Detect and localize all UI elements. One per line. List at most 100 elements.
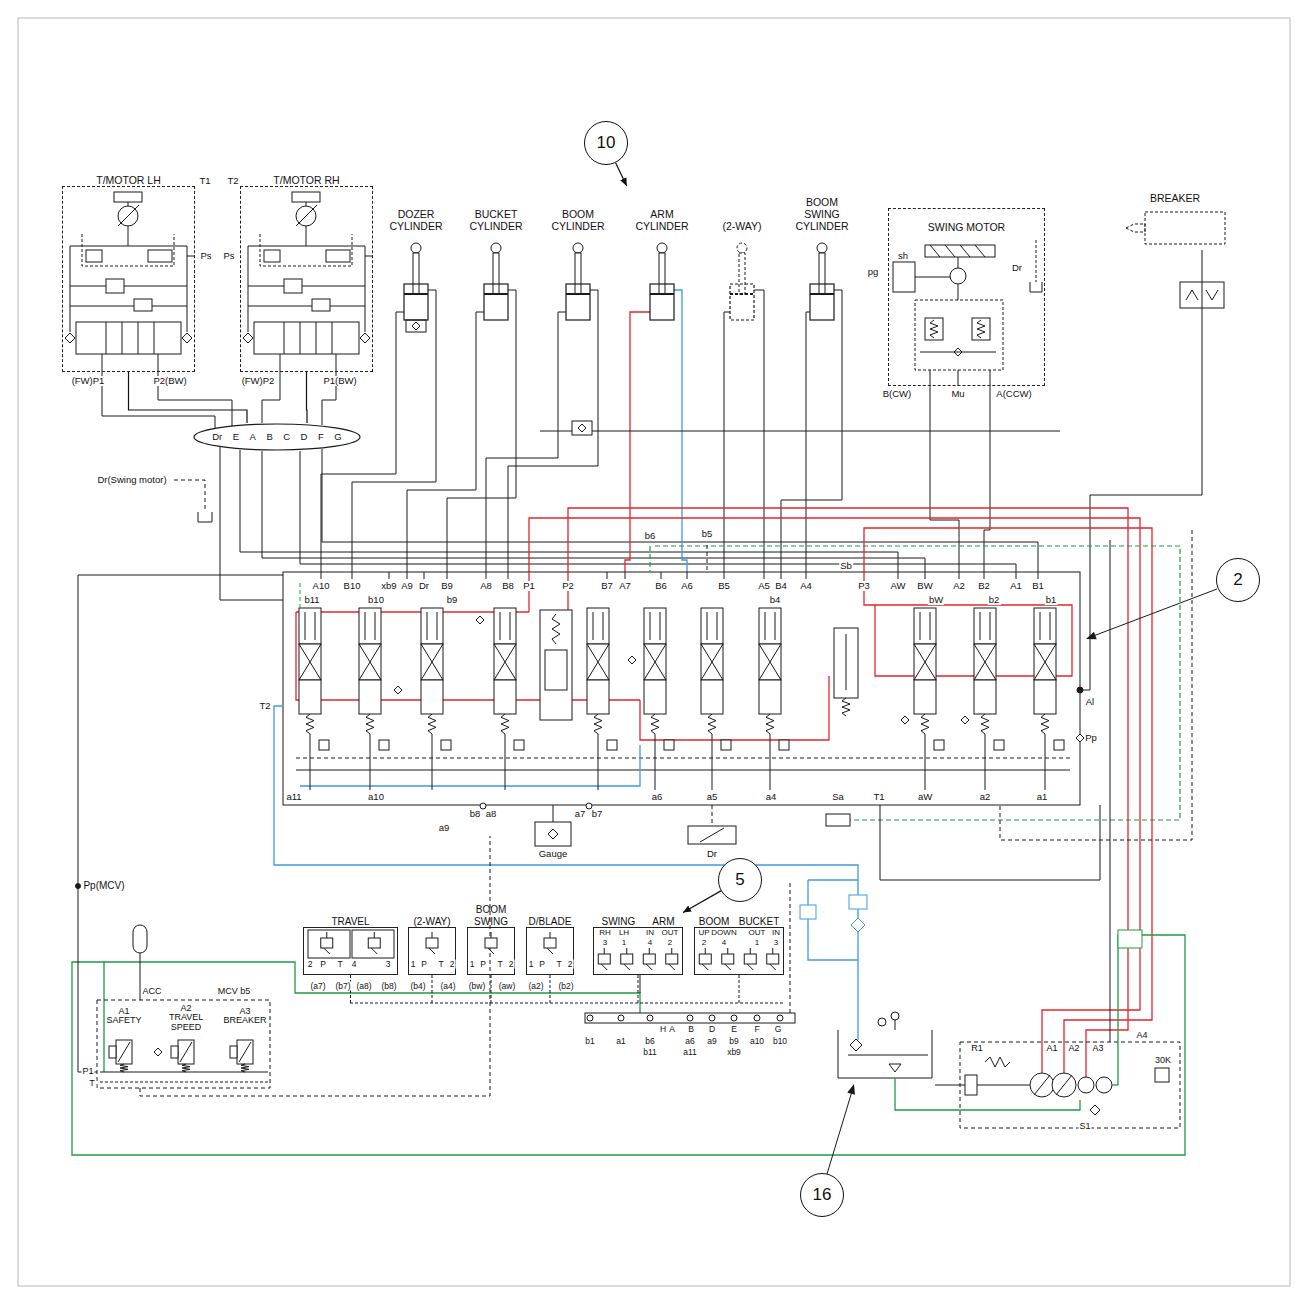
hydraulic-line <box>625 572 626 579</box>
hydraulic-line <box>248 246 249 332</box>
valve-symbol <box>134 299 152 311</box>
valve-symbol <box>148 250 172 262</box>
port-label: a2 <box>979 792 992 802</box>
port-label: b6 <box>644 531 657 541</box>
swivel-joint: DrEABCDFG <box>193 423 361 451</box>
port-label: a11 <box>285 792 302 802</box>
port-label: a11 <box>682 1048 698 1057</box>
breaker-body <box>1145 212 1225 244</box>
hydraulic-line <box>1034 1075 1050 1095</box>
port-letter: G <box>334 432 341 443</box>
hydraulic-line <box>1038 572 1039 579</box>
hydraulic-line <box>990 370 991 386</box>
hydraulic-line <box>747 964 753 970</box>
valve-symbol <box>914 644 936 680</box>
hydraulic-line <box>958 284 959 300</box>
port-label: B(CW) <box>882 389 913 399</box>
spring-symbol <box>182 1064 190 1072</box>
hydraulic-line <box>432 734 433 790</box>
valve-symbol <box>312 299 330 311</box>
valve-symbol <box>767 954 779 964</box>
port-label: A4 <box>799 581 813 591</box>
piston <box>730 293 754 295</box>
hydraulic-line <box>1202 282 1203 308</box>
valve-symbol <box>974 608 996 644</box>
hydraulic-line <box>959 572 960 579</box>
spring-symbol <box>594 714 602 734</box>
hydraulic-line <box>128 226 129 246</box>
port-label: 2 <box>701 939 707 947</box>
valve-symbol <box>326 250 350 262</box>
valve-symbol <box>914 680 936 714</box>
valve-symbol <box>1054 740 1064 750</box>
port-label: b1 <box>584 1037 595 1046</box>
hydraulic-line <box>371 948 377 954</box>
port-label: a6 <box>651 792 664 802</box>
port-letter: Dr <box>212 432 222 443</box>
port-label: 3 <box>385 960 392 969</box>
callout-number-text: 5 <box>735 870 744 890</box>
hydraulic-line <box>915 277 950 278</box>
port-label: UP <box>697 929 710 937</box>
port-label: A3 <box>1091 1044 1104 1053</box>
port-label: MCV b5 <box>217 987 252 996</box>
port-label: T2 <box>258 701 271 711</box>
port-label: b11 <box>642 1048 658 1057</box>
hydraulic-line <box>1202 250 1203 282</box>
pilot-line <box>260 234 352 266</box>
port-letter: C <box>283 432 290 443</box>
port-label: Sa <box>831 792 845 802</box>
joystick-valve-box: BOOMBUCKET <box>694 901 784 975</box>
hydraulic-line <box>528 572 529 612</box>
valve-symbol <box>779 740 789 750</box>
valve-symbol <box>421 680 443 714</box>
pilot-line <box>707 545 708 572</box>
port-label: OUT <box>748 929 767 937</box>
port-label: A10 <box>312 581 331 591</box>
hydraulic-line <box>1206 290 1218 300</box>
component-title: BOOM CYLINDER <box>548 208 608 232</box>
hydraulic-line <box>687 572 688 579</box>
component-title: T/MOTOR LH <box>96 174 161 186</box>
hydraulic-line <box>128 202 129 206</box>
port-label: 1 <box>528 960 535 969</box>
tank-symbol <box>198 512 212 522</box>
hydraulic-line <box>759 644 781 680</box>
port-letter: A <box>250 432 256 443</box>
hydraulic-line <box>640 975 641 993</box>
valve-symbol <box>699 954 711 964</box>
check-valve-symbol <box>182 333 192 343</box>
hydraulic-line <box>488 948 494 954</box>
port-label: 1 <box>410 960 417 969</box>
hydraulic-line <box>336 354 337 372</box>
pilot-line <box>491 975 492 1003</box>
port-label: Sb <box>839 561 853 571</box>
valve-symbol <box>299 608 321 644</box>
valve-symbol <box>965 1075 977 1095</box>
port-label: A4 <box>1135 1031 1148 1040</box>
rod-eye <box>817 243 827 253</box>
cylinder-symbol <box>622 232 702 332</box>
port-label: T1 <box>198 176 211 186</box>
arrowhead <box>847 1084 855 1095</box>
hydraulic-line <box>248 306 365 307</box>
port-label: A1 <box>1009 581 1023 591</box>
port-label: (b7) <box>334 982 351 991</box>
port-label: P1 <box>522 581 536 591</box>
port-label: Ps <box>222 251 235 261</box>
spring-symbol <box>241 1064 249 1072</box>
hydraulic-line <box>70 306 187 307</box>
port-label: Mu <box>950 389 965 399</box>
hydraulic-line <box>958 370 959 386</box>
hydraulic-line <box>930 612 931 640</box>
circle-symbol <box>709 1015 715 1021</box>
port-label: b5 <box>701 529 714 539</box>
hydraulic-line <box>1034 644 1056 680</box>
port-label: A9 <box>400 581 414 591</box>
component-title: BUCKET CYLINDER <box>466 208 526 232</box>
check-valve-symbol <box>154 1048 162 1056</box>
valve-symbol <box>607 740 617 750</box>
cylinder: ARM CYLINDER <box>622 186 702 332</box>
port-label: a10 <box>749 1037 765 1046</box>
